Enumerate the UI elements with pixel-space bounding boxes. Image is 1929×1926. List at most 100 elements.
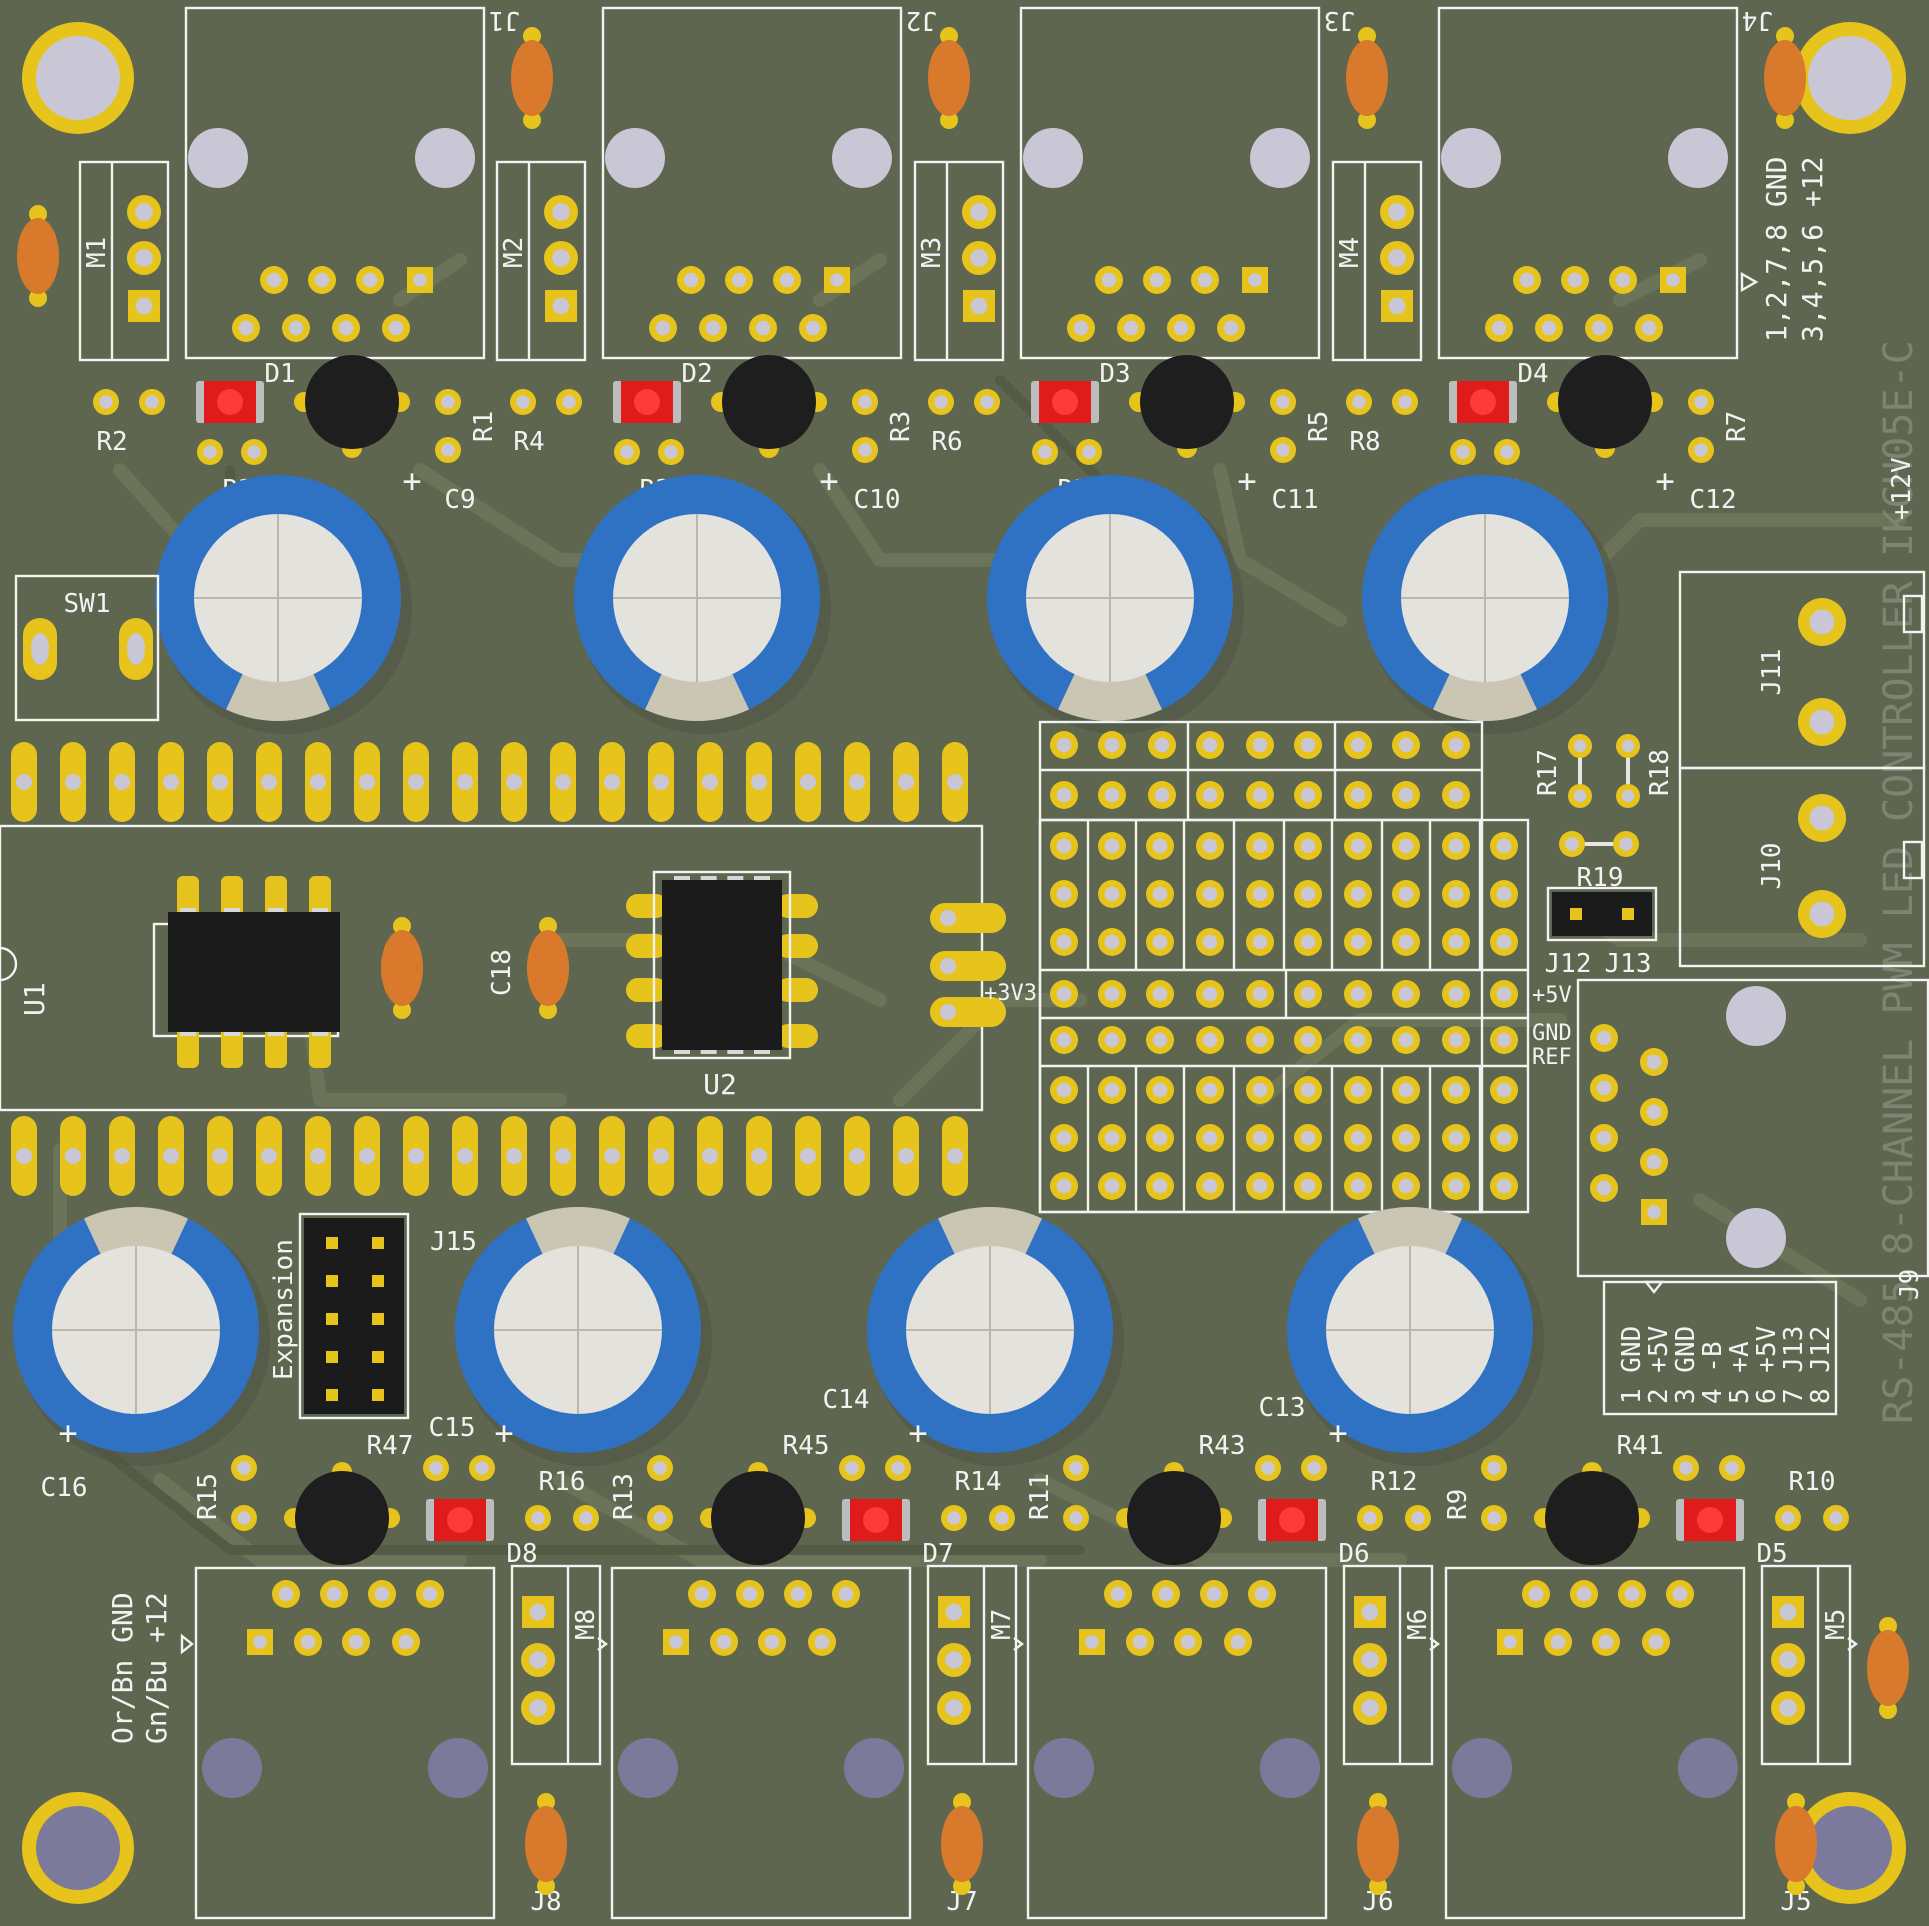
capacitor-polarity-mark: + <box>402 462 421 500</box>
capacitor-polarity-mark: + <box>819 462 838 500</box>
pad-drill <box>1350 1082 1366 1098</box>
power-label: REF <box>1532 1045 1572 1070</box>
expansion-pin <box>372 1237 384 1249</box>
mcu-pin-drill <box>849 774 865 790</box>
module-label: M2 <box>499 237 529 268</box>
pad-drill <box>1448 886 1464 902</box>
pad-drill <box>1641 320 1657 336</box>
mcu-pin-drill <box>212 774 228 790</box>
pad-drill <box>1300 838 1316 854</box>
led-label: D5 <box>1756 1539 1787 1569</box>
decoupling-capacitor <box>17 205 59 307</box>
pad-drill <box>1398 986 1414 1002</box>
pinout-legend: 8 J12 <box>1806 1326 1836 1404</box>
jumper-header <box>1552 892 1652 936</box>
pad-drill <box>362 272 378 288</box>
ic-label: U2 <box>703 1068 737 1101</box>
capacitor-polarity-mark: + <box>58 1414 77 1452</box>
mcu-pin-drill <box>163 774 179 790</box>
capacitor-polarity-mark: + <box>908 1414 927 1452</box>
ic-pin <box>776 934 818 958</box>
pad-drill <box>970 203 988 221</box>
copper-trace <box>1213 463 1347 627</box>
pad-drill <box>1596 1130 1612 1146</box>
resistor-label: R2 <box>96 427 127 457</box>
module-header-outline <box>510 1564 602 1766</box>
capacitor-label: C16 <box>41 1473 88 1503</box>
pad-drill <box>620 445 634 459</box>
resistor-label: R15 <box>193 1473 223 1520</box>
pinout-box <box>1602 1280 1838 1416</box>
pad-drill <box>1350 986 1366 1002</box>
pad-drill <box>1104 986 1120 1002</box>
pad-drill <box>731 272 747 288</box>
ic-pin <box>776 1024 818 1048</box>
pad-drill <box>1069 1511 1083 1525</box>
rj45-jack-outline <box>1019 6 1321 360</box>
decoupling-capacitor <box>381 917 423 1019</box>
pad-drill <box>1411 1511 1425 1525</box>
rj45-jack-outline <box>1576 978 1929 1278</box>
pad-drill <box>429 1461 443 1475</box>
rj45-mount-hole <box>202 1738 262 1798</box>
capacitor-body <box>381 930 423 1006</box>
pad-drill <box>980 395 994 409</box>
pinout-legend: Or/Bn GND <box>106 1592 139 1744</box>
pad-drill <box>1202 1130 1218 1146</box>
pad-drill <box>1152 934 1168 950</box>
pad-drill <box>1565 837 1579 851</box>
pad-drill <box>1056 737 1072 753</box>
pad-drill <box>995 1511 1009 1525</box>
led-label: D6 <box>1338 1539 1369 1569</box>
pad-drill <box>1398 886 1414 902</box>
pad-drill <box>1500 445 1514 459</box>
pad-drill <box>1573 739 1587 753</box>
pad-drill <box>1398 934 1414 950</box>
mounting-hole-drill <box>1808 1806 1892 1890</box>
pad-drill <box>1388 203 1406 221</box>
expansion-pin <box>326 1313 338 1325</box>
transistor-body <box>1558 355 1652 449</box>
electrolytic-capacitor <box>987 475 1244 734</box>
led-lens <box>1697 1507 1723 1533</box>
expansion-pin <box>372 1275 384 1287</box>
pad-drill <box>1202 1178 1218 1194</box>
mcu-pin-drill <box>408 1148 424 1164</box>
pad-drill <box>1398 1032 1414 1048</box>
pad-drill <box>1056 1032 1072 1048</box>
mcu-pin-drill <box>702 774 718 790</box>
pad-drill <box>1152 1032 1168 1048</box>
pad-drill <box>1809 901 1835 927</box>
pad-drill <box>1596 1030 1612 1046</box>
pad-drill <box>1104 1082 1120 1098</box>
mounting-hole-drill <box>1808 36 1892 120</box>
mcu-pin-drill <box>65 774 81 790</box>
pad-drill <box>1123 320 1139 336</box>
capacitor-label: C18 <box>487 949 517 996</box>
pad-drill <box>742 1586 758 1602</box>
pad-drill <box>1300 737 1316 753</box>
capacitor-pad <box>1879 1617 1897 1635</box>
pad-drill <box>288 320 304 336</box>
rj45-mount-hole <box>1034 1738 1094 1798</box>
switch-outline <box>14 574 160 722</box>
ic-pin <box>776 978 818 1002</box>
transistor-body <box>305 355 399 449</box>
status-led <box>1031 381 1099 423</box>
capacitor-pad <box>1358 111 1376 129</box>
capacitor-pad <box>1776 111 1794 129</box>
capacitor-body <box>527 930 569 1006</box>
mcu-pin-drill <box>212 1148 228 1164</box>
pad-drill <box>552 249 570 267</box>
rj45-mount-hole <box>428 1738 488 1798</box>
mcu-pin-drill <box>604 774 620 790</box>
pad-drill <box>516 395 530 409</box>
rj45-mount-hole <box>188 128 248 188</box>
terminal-outline <box>1678 766 1926 968</box>
rj45-mount-hole <box>1726 986 1786 1046</box>
mcu-pin-drill <box>800 1148 816 1164</box>
pad-drill <box>1596 1080 1612 1096</box>
pad-drill <box>422 1586 438 1602</box>
module-header-outline <box>1331 160 1423 362</box>
capacitor-body <box>928 40 970 116</box>
